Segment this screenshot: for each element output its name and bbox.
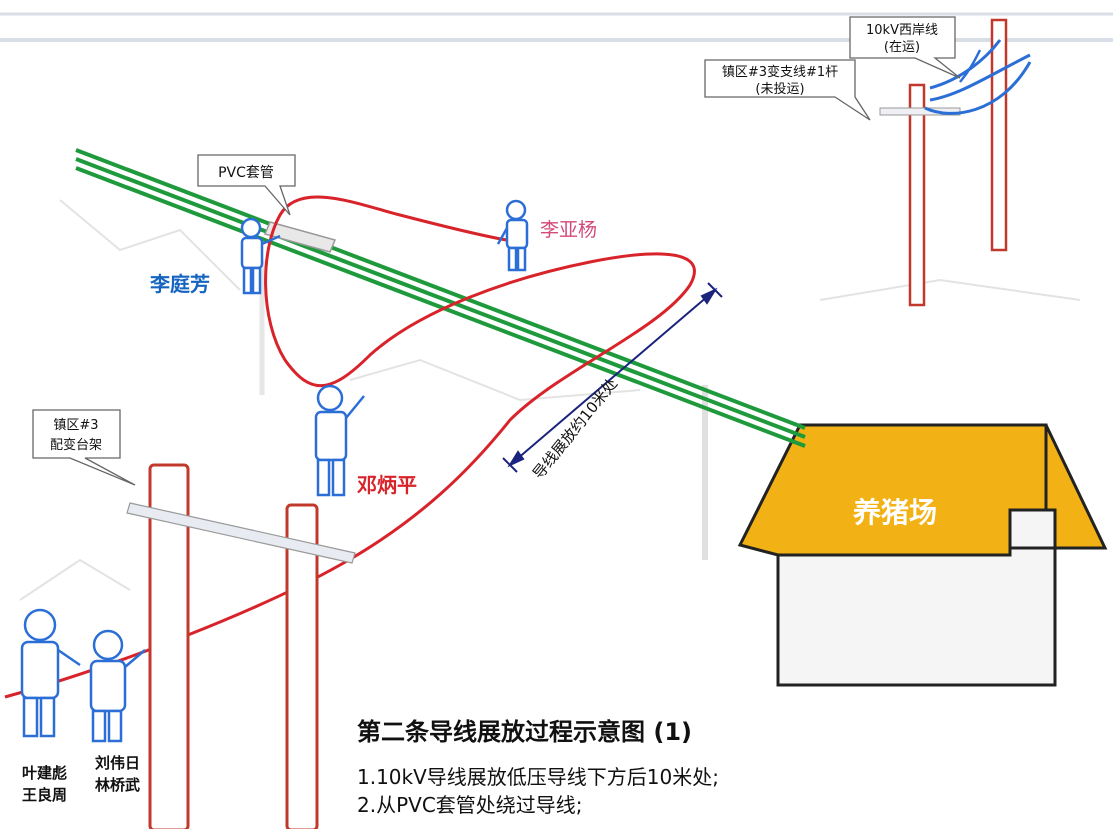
existing-line-poles <box>879 18 1032 307</box>
transformer-name: 镇区#3 <box>53 418 98 433</box>
pig-farm-label: 养猪场 <box>853 496 937 529</box>
diagram-step-1: 1.10kV导线展放低压导线下方后10米处; <box>357 765 719 789</box>
low-voltage-conductors <box>75 148 806 448</box>
worker-label-lin-qiaowu: 林桥武 <box>95 776 140 794</box>
pvc-sleeve <box>263 221 337 253</box>
westbank-line-name: 10kV西岸线 <box>866 23 938 38</box>
transformer-platform <box>126 463 356 829</box>
red-conductor-path <box>4 195 696 699</box>
worker-label-li-tingfang: 李庭芳 <box>149 272 210 296</box>
transformer-desc: 配变台架 <box>50 437 102 453</box>
worker-deng-bingping <box>314 384 365 497</box>
callout-pvc-sleeve: PVC套管 <box>197 154 296 216</box>
worker-label-deng-bingping: 邓炳平 <box>357 473 417 497</box>
callout-westbank-line: 10kV西岸线 (在运) <box>849 16 961 79</box>
worker-label-liu-weiri: 刘伟日 <box>95 754 140 772</box>
diagram-title: 第二条导线展放过程示意图 (1) <box>357 718 692 746</box>
span-measure <box>502 282 723 473</box>
worker-label-wang-liangzhou: 王良周 <box>22 786 67 804</box>
pvc-sleeve-label: PVC套管 <box>218 165 274 181</box>
worker-ye-wang <box>20 608 81 738</box>
pig-farm-building: 养猪场 <box>737 423 1108 687</box>
diagram-step-2: 2.从PVC套管处绕过导线; <box>357 793 583 817</box>
callout-branch-pole: 镇区#3变支线#1杆 (未投运) <box>704 59 871 121</box>
branch-pole-name: 镇区#3变支线#1杆 <box>722 64 838 80</box>
worker-liu-lin <box>89 629 146 743</box>
worker-label-ye-jianbiao: 叶建彪 <box>22 764 67 782</box>
westbank-line-status: (在运) <box>884 40 920 55</box>
worker-li-yayang <box>496 199 529 272</box>
callout-transformer: 镇区#3 配变台架 <box>32 409 136 486</box>
worker-li-tingfang <box>240 217 281 295</box>
worker-label-li-yayang: 李亚杨 <box>540 219 597 241</box>
branch-pole-status: (未投运) <box>755 81 804 97</box>
